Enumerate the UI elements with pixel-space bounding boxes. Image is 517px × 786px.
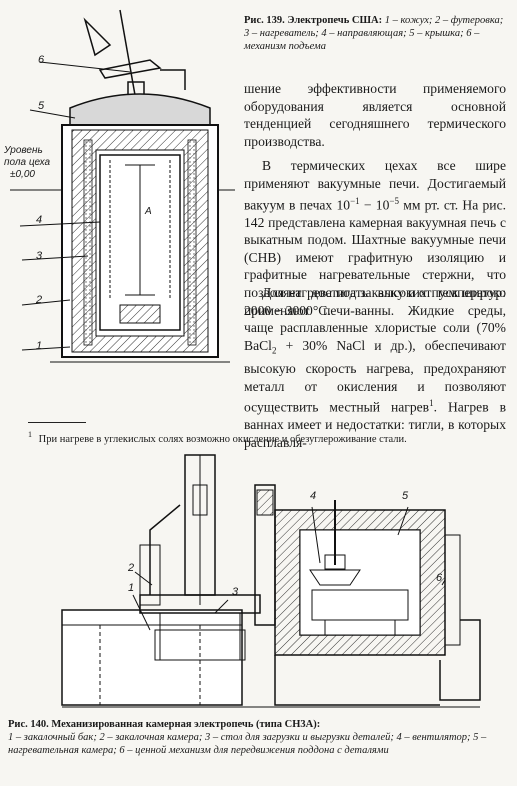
p3-text-b: + 30% NaCl и др.), обеспечивают высокую … [244,337,506,415]
p3-text-c: . Нагрев в ваннах имеет и недостатки: ти… [244,399,506,450]
fig139-label-2: 2 [36,294,43,306]
fig139-label-1: 1 [36,340,43,352]
fig140-caption-body: 1 – закалочный бак; 2 – закалочная камер… [8,732,487,756]
fig140-label-1: 1 [128,582,135,594]
fig139-label-6: 6 [38,54,45,66]
footnote: 1 При нагреве в углекислых солях возможн… [28,428,512,446]
fig140-caption-title: Рис. 140. Механизированная камерная элек… [8,719,321,730]
footnote-text: При нагреве в углекислых солях возможно … [38,433,407,445]
fig139-label-4: 4 [36,214,43,226]
p2-text-a: В термических цехах все шире применяют в… [244,158,506,213]
fig140-label-5: 5 [402,490,409,502]
p2-dash: − 10 [359,197,390,213]
fig140-label-6: 6 [436,572,443,584]
footnote-mark: 1 [28,430,32,439]
main-text-continued: Для нагрева под закалку и отпуск широко … [244,284,506,452]
fig139-caption-body: 1 – кожух; 2 – футеровка; 3 – нагревател… [244,15,504,52]
p3-footnote-mark: 1 [429,398,434,409]
figure-140-drawing [61,454,481,708]
footnote-rule [28,422,86,423]
p3-subscript: 2 [271,345,277,356]
paragraph-3: Для нагрева под закалку и отпуск широко … [244,284,506,452]
fig140-label-4: 4 [310,490,317,502]
fig139-label-3: 3 [36,250,43,262]
main-text-column: шение эффективности применяемого оборудо… [244,80,506,319]
fig140-caption: Рис. 140. Механизированная камерная элек… [8,718,512,757]
fig139-caption-title: Рис. 139. Электропечь США: [244,15,383,26]
p2-exponent-2: −5 [389,195,399,206]
p2-exponent-1: −1 [350,195,360,206]
paragraph-1: шение эффективности применяемого оборудо… [244,81,506,149]
figure-139-drawing [10,9,235,363]
fig139-floor-label-3: ±0,00 [10,169,35,180]
fig139-dimension-label: А [145,206,152,217]
fig139-floor-label-1: Уровень [4,145,43,156]
fig140-label-2: 2 [128,562,135,574]
fig139-caption: Рис. 139. Электропечь США: 1 – кожух; 2 … [244,14,508,53]
paragraph-2: В термических цехах все шире применяют в… [244,157,506,319]
fig140-label-3: 3 [232,586,239,598]
fig139-floor-label-2: пола цеха [4,157,51,168]
fig139-label-5: 5 [38,100,45,112]
p2-text-b: мм рт. ст. На рис. 142 представлена каме… [244,197,507,318]
p3-text-a: Для нагрева под закалку и отпуск широко … [244,285,506,353]
